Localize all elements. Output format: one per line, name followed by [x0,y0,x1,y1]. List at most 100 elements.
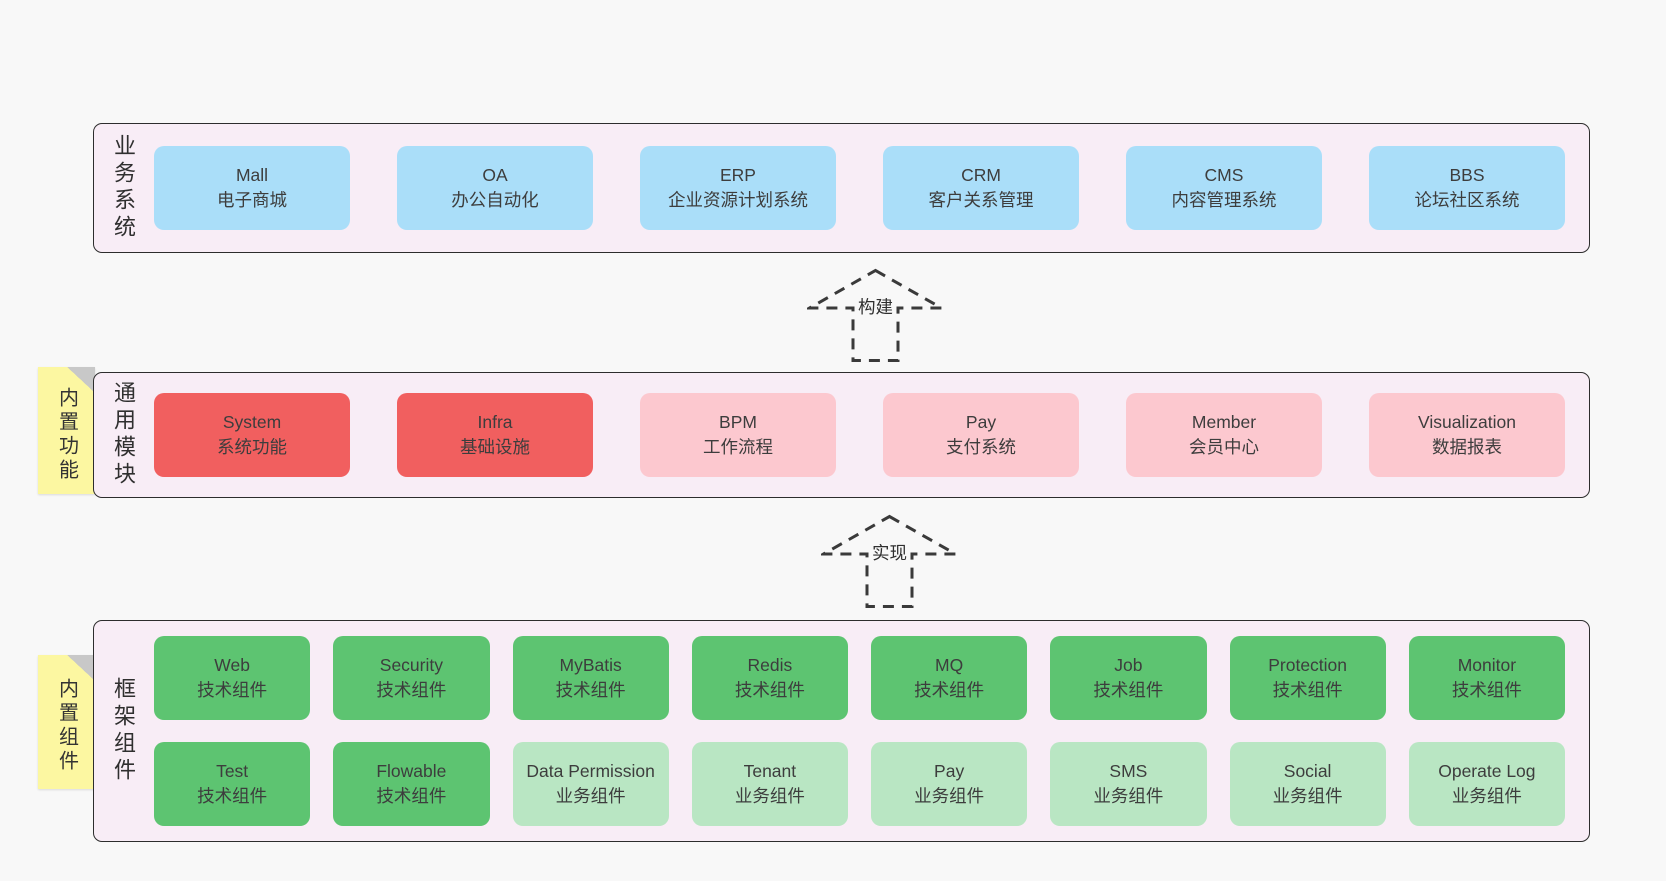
node-desc: 业务组件 [555,786,626,806]
node-redis[interactable]: Redis 技术组件 [691,636,848,720]
component-row-1: Web 技术组件 Security 技术组件 MyBatis 技术组件 Redi… [154,636,1565,720]
node-name: BPM [719,411,757,432]
band-business-systems: 业务系统 Mall 电子商城 OA 办公自动化 ERP 企业资源计划系统 CRM… [93,123,1590,253]
node-name: MQ [935,654,964,675]
node-tenant[interactable]: Tenant 业务组件 [691,742,848,826]
node-name: Tenant [743,760,797,781]
node-bbs[interactable]: BBS 论坛社区系统 [1369,146,1565,230]
sticky-note-builtin-features[interactable]: 内置功能 [38,367,95,494]
node-name: SMS [1109,760,1148,781]
node-desc: 技术组件 [555,680,626,700]
node-desc: 技术组件 [376,786,447,806]
band-common-modules: 通用模块 System 系统功能 Infra 基础设施 BPM 工作流程 Pay… [93,372,1590,498]
node-sms[interactable]: SMS 业务组件 [1050,742,1207,826]
node-desc: 工作流程 [703,437,773,457]
node-name: System [222,411,282,432]
node-mq[interactable]: MQ 技术组件 [871,636,1028,720]
arrow-label: 构建 [855,294,896,319]
node-desc: 企业资源计划系统 [668,190,808,210]
node-desc: 论坛社区系统 [1414,190,1520,210]
folded-corner-icon [67,655,95,681]
node-name: OA [482,164,508,185]
arrow-build[interactable]: 构建 [807,268,944,363]
node-flowable[interactable]: Flowable 技术组件 [333,742,490,826]
node-name: Pay [934,760,965,781]
node-desc: 业务组件 [914,786,985,806]
node-name: Security [379,654,443,675]
node-mybatis[interactable]: MyBatis 技术组件 [512,636,669,720]
node-operate-log[interactable]: Operate Log 业务组件 [1408,742,1565,826]
node-name: Mall [235,164,269,185]
node-crm[interactable]: CRM 客户关系管理 [883,146,1079,230]
node-name: Redis [747,654,793,675]
node-social[interactable]: Social 业务组件 [1229,742,1386,826]
node-desc: 业务组件 [1451,786,1522,806]
node-desc: 办公自动化 [451,190,539,210]
node-desc: 电子商城 [217,190,287,210]
node-desc: 技术组件 [376,680,447,700]
node-desc: 技术组件 [1451,680,1522,700]
node-name: Visualization [1418,411,1516,432]
node-name: BBS [1449,164,1485,185]
node-name: Social [1283,760,1332,781]
node-desc: 技术组件 [1093,680,1164,700]
node-name: Test [216,760,249,781]
node-desc: 技术组件 [197,680,268,700]
node-cms[interactable]: CMS 内容管理系统 [1126,146,1322,230]
node-name: Operate Log [1438,760,1536,781]
block-arrow-up-icon [821,514,958,608]
node-pay-component[interactable]: Pay 业务组件 [871,742,1028,826]
node-name: Infra [477,411,513,432]
node-desc: 数据报表 [1432,437,1502,457]
node-test[interactable]: Test 技术组件 [154,742,311,826]
node-infra[interactable]: Infra 基础设施 [397,393,593,477]
block-arrow-up-icon [807,268,944,362]
node-name: Monitor [1457,654,1517,675]
node-name: Data Permission [526,760,655,781]
node-name: Member [1191,411,1257,432]
node-desc: 技术组件 [914,680,985,700]
node-erp[interactable]: ERP 企业资源计划系统 [640,146,836,230]
node-name: CMS [1204,164,1244,185]
node-oa[interactable]: OA 办公自动化 [397,146,593,230]
node-member[interactable]: Member 会员中心 [1126,393,1322,477]
sticky-note-label: 内置组件 [55,678,78,774]
node-web[interactable]: Web 技术组件 [154,636,311,720]
node-security[interactable]: Security 技术组件 [333,636,490,720]
node-name: Flowable [376,760,447,781]
node-name: Protection [1268,654,1348,675]
band-framework-components: 框架组件 Web 技术组件 Security 技术组件 MyBatis 技术组件… [93,620,1590,842]
node-desc: 业务组件 [1093,786,1164,806]
node-name: Pay [965,411,997,432]
component-row-2: Test 技术组件 Flowable 技术组件 Data Permission … [154,742,1565,826]
sticky-note-label: 内置功能 [55,386,78,483]
node-desc: 客户关系管理 [928,190,1034,210]
node-name: Job [1114,654,1143,675]
node-data-permission[interactable]: Data Permission 业务组件 [512,742,669,826]
node-protection[interactable]: Protection 技术组件 [1229,636,1386,720]
node-bpm[interactable]: BPM 工作流程 [640,393,836,477]
band-label: 业务系统 [111,134,136,242]
node-job[interactable]: Job 技术组件 [1050,636,1207,720]
node-monitor[interactable]: Monitor 技术组件 [1408,636,1565,720]
node-desc: 系统功能 [217,437,287,457]
node-name: CRM [961,164,1001,185]
folded-corner-icon [67,367,95,393]
node-name: MyBatis [559,654,622,675]
node-desc: 业务组件 [1272,786,1343,806]
node-name: ERP [720,164,756,185]
node-desc: 技术组件 [197,786,268,806]
node-pay-module[interactable]: Pay 支付系统 [883,393,1079,477]
node-desc: 内容管理系统 [1171,190,1277,210]
sticky-note-builtin-components[interactable]: 内置组件 [38,655,95,789]
node-desc: 技术组件 [734,680,805,700]
node-mall[interactable]: Mall 电子商城 [154,146,350,230]
node-desc: 技术组件 [1272,680,1343,700]
node-visualization[interactable]: Visualization 数据报表 [1369,393,1565,477]
node-system[interactable]: System 系统功能 [154,393,350,477]
band-label: 通用模块 [111,381,136,489]
arrow-implement[interactable]: 实现 [821,514,958,609]
band-label: 框架组件 [111,677,136,785]
node-name: Web [214,654,250,675]
